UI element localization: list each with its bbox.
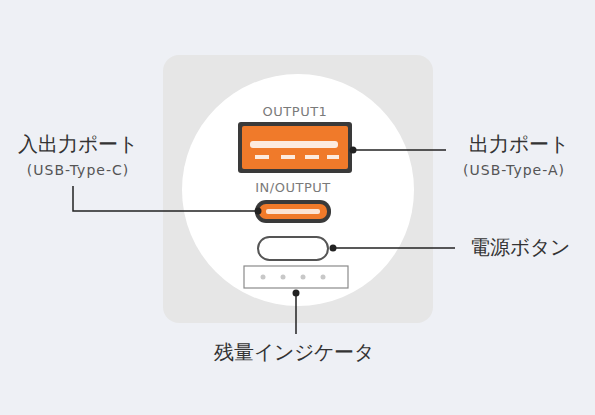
usb-a-inner (242, 126, 348, 169)
usb-a-port (238, 122, 352, 173)
indicator-leds (261, 275, 326, 280)
leader-dots (255, 147, 357, 297)
usb-c-port (255, 200, 331, 223)
usb-a-tongue (250, 141, 338, 148)
leader-lines (73, 150, 455, 334)
battery-indicator (244, 266, 348, 288)
face-circle (182, 74, 414, 306)
usb-c-inner (259, 204, 327, 219)
port-label: OUTPUT1 (263, 104, 328, 120)
power-button (258, 237, 328, 260)
callout-label: 入出力ポート (18, 132, 138, 156)
callout-label: 出力ポート (469, 132, 569, 156)
callout-label: 電源ボタン (470, 235, 570, 259)
usb-a-pins (255, 155, 339, 159)
callout-sublabel: (USB-Type-A) (463, 162, 565, 179)
housing (163, 55, 433, 323)
port-label: IN/OUTPUT (255, 180, 330, 196)
callout-label: 残量インジケータ (214, 340, 374, 364)
callout-sublabel: (USB-Type-C) (27, 162, 129, 179)
usb-c-tongue (266, 209, 320, 214)
